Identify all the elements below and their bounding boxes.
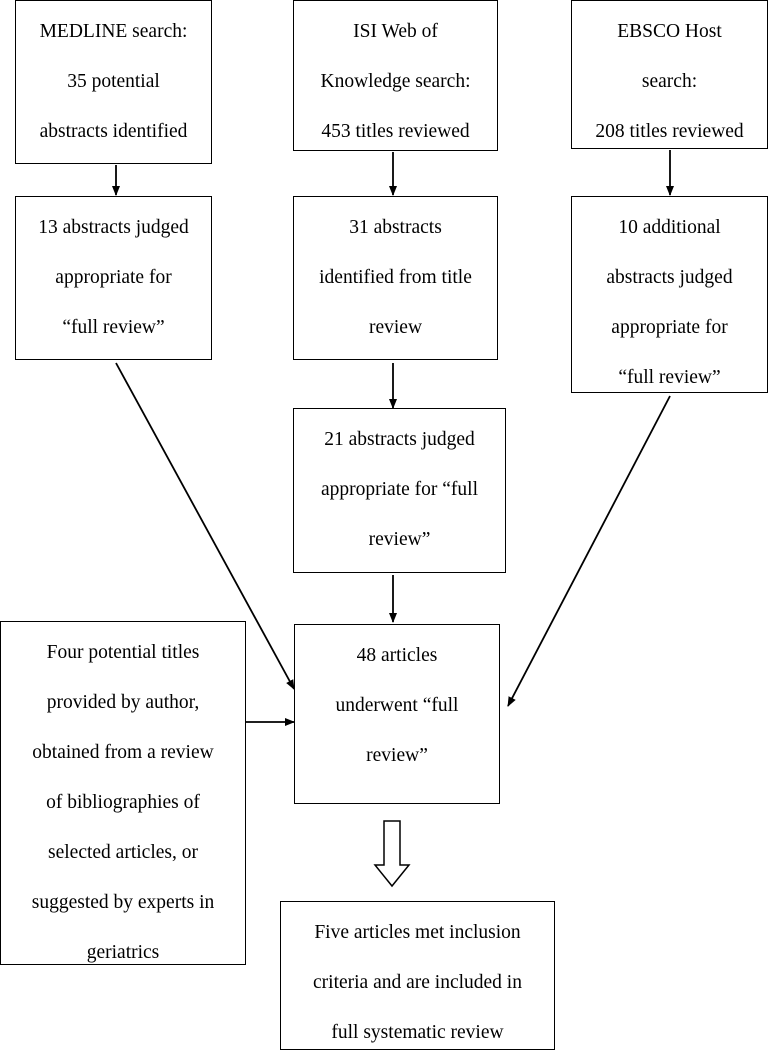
full-review-box: 48 articles underwent “full review” bbox=[294, 624, 500, 804]
arrow-ebsco-judged-to-full-review bbox=[507, 395, 671, 707]
box-line: 10 additional bbox=[618, 217, 721, 238]
box-line: provided by author, bbox=[46, 692, 200, 713]
box-line: “full review” bbox=[618, 367, 721, 388]
box-line: 21 abstracts judged bbox=[324, 429, 475, 450]
box-line: Four potential titles bbox=[46, 642, 200, 663]
isi-identified-box: 31 abstracts identified from title revie… bbox=[293, 196, 498, 360]
box-line: Five articles met inclusion bbox=[314, 922, 521, 943]
box-line: underwent “full bbox=[335, 695, 459, 716]
medline-search-box: MEDLINE search: 35 potential abstracts i… bbox=[15, 0, 212, 164]
box-line: abstracts identified bbox=[39, 121, 188, 142]
box-line: appropriate for “full bbox=[320, 479, 478, 500]
box-line: criteria and are included in bbox=[313, 972, 522, 993]
box-line: 208 titles reviewed bbox=[595, 121, 744, 142]
box-line: MEDLINE search: bbox=[39, 21, 188, 42]
box-line: 48 articles bbox=[356, 645, 438, 666]
box-line: abstracts judged bbox=[606, 267, 733, 288]
box-line: EBSCO Host bbox=[617, 21, 722, 42]
isi-search-box: ISI Web of Knowledge search: 453 titles … bbox=[293, 0, 498, 151]
box-line: review bbox=[368, 317, 423, 338]
arrow-medline-judged-to-full-review bbox=[115, 362, 295, 690]
box-line: identified from title bbox=[319, 267, 472, 288]
included-box: Five articles met inclusion criteria and… bbox=[280, 901, 555, 1050]
box-line: appropriate for bbox=[55, 267, 172, 288]
box-line: search: bbox=[641, 71, 698, 92]
box-line: of bibliographies of bbox=[46, 792, 200, 813]
box-line: 35 potential bbox=[67, 71, 160, 92]
box-line: 453 titles reviewed bbox=[321, 121, 470, 142]
box-line: 31 abstracts bbox=[349, 217, 442, 238]
box-line: review” bbox=[368, 529, 431, 550]
box-line: full systematic review bbox=[331, 1022, 504, 1043]
box-line: geriatrics bbox=[86, 942, 160, 963]
box-line: Knowledge search: bbox=[320, 71, 471, 92]
hollow-arrow-full-review-to-included bbox=[373, 820, 411, 888]
box-line: 13 abstracts judged bbox=[38, 217, 189, 238]
box-line: review” bbox=[366, 745, 428, 766]
ebsco-search-box: EBSCO Host search: 208 titles reviewed bbox=[571, 0, 768, 149]
medline-judged-box: 13 abstracts judged appropriate for “ful… bbox=[15, 196, 212, 360]
box-line: obtained from a review bbox=[32, 742, 214, 763]
box-line: appropriate for bbox=[611, 317, 728, 338]
box-line: selected articles, or bbox=[48, 842, 198, 863]
box-line: suggested by experts in bbox=[31, 892, 215, 913]
isi-judged-box: 21 abstracts judged appropriate for “ful… bbox=[293, 408, 506, 573]
author-titles-box: Four potential titles provided by author… bbox=[0, 621, 246, 965]
ebsco-judged-box: 10 additional abstracts judged appropria… bbox=[571, 196, 768, 393]
box-line: “full review” bbox=[62, 317, 165, 338]
box-line: ISI Web of bbox=[353, 21, 438, 42]
